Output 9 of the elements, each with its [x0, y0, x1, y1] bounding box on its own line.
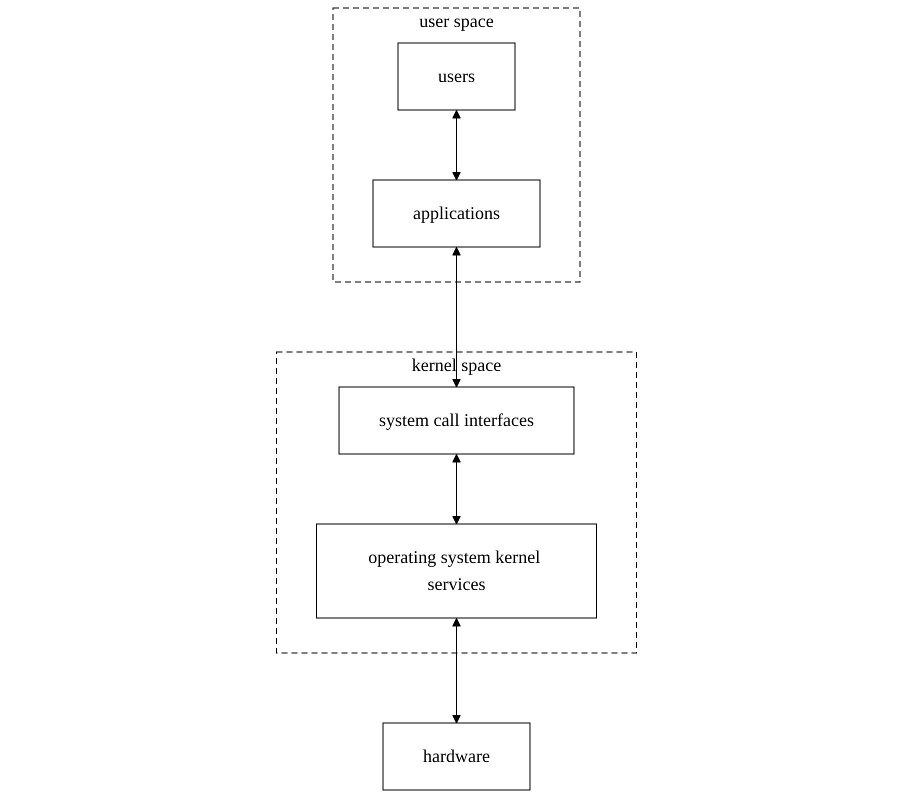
node-box: users: [398, 42, 516, 110]
node-box: applications: [372, 180, 540, 248]
arrow: [452, 110, 461, 180]
arrow: [452, 247, 461, 388]
arrow: [452, 454, 461, 524]
arrow: [452, 618, 461, 724]
node-box: system call interfaces: [338, 386, 574, 454]
node-box: hardware: [382, 722, 530, 790]
node-box: operating system kernel services: [316, 524, 597, 618]
